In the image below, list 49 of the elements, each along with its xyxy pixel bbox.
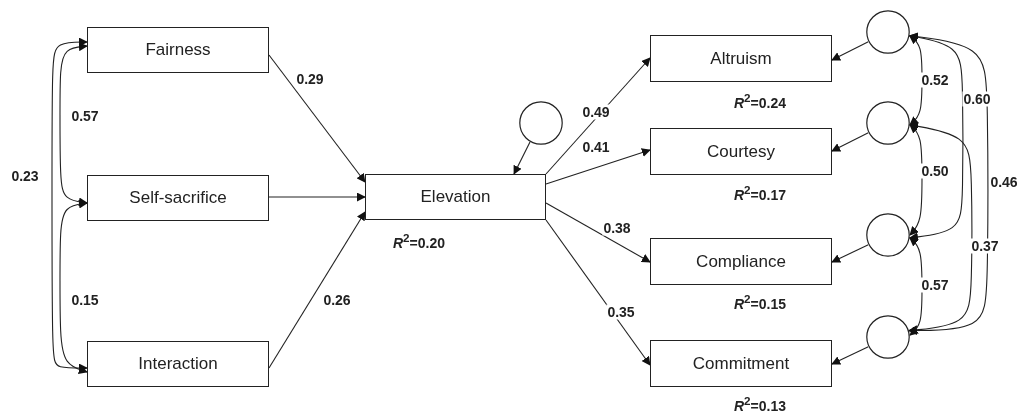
- path-arrow: [831, 244, 869, 263]
- edge-label: 0.50: [920, 163, 950, 179]
- edge-label: 0.23: [10, 168, 40, 184]
- error-circle: [866, 101, 910, 145]
- variable-box: Courtesy: [650, 128, 832, 175]
- variable-box: Self-sacrifice: [87, 175, 269, 221]
- r-squared-label: R$^{2}$=0.24: [734, 91, 786, 111]
- path-arrow: [268, 192, 366, 202]
- variable-box: Elevation: [365, 174, 546, 220]
- path-arrow: [545, 219, 651, 366]
- edge-label: 0.57: [920, 277, 950, 293]
- error-circle: [866, 213, 910, 257]
- variable-box: Interaction: [87, 341, 269, 387]
- edge-label: 0.41: [581, 139, 611, 155]
- error-circle: [866, 315, 910, 359]
- edge-label: 0.57: [70, 108, 100, 124]
- path-arrow: [831, 132, 869, 152]
- path-arrow: [831, 41, 869, 61]
- edge-label: 0.35: [606, 304, 636, 320]
- path-arrow: [268, 54, 366, 183]
- path-arrow: [545, 57, 651, 175]
- edge-label: 0.52: [920, 72, 950, 88]
- variable-box: Commitment: [650, 340, 832, 387]
- variable-box: Fairness: [87, 27, 269, 73]
- correlation-arrow: [59, 42, 88, 207]
- correlation-arrow: [909, 124, 923, 236]
- error-circle: [519, 101, 563, 145]
- variable-box: Altruism: [650, 35, 832, 82]
- edge-label: 0.26: [322, 292, 352, 308]
- variable-box: Compliance: [650, 238, 832, 285]
- r-squared-label: R$^{2}$=0.20: [393, 231, 445, 251]
- edge-label: 0.60: [962, 91, 992, 107]
- path-arrow: [545, 202, 651, 263]
- correlation-arrow: [59, 199, 88, 374]
- r-squared-label: R$^{2}$=0.17: [734, 183, 786, 203]
- edge-label: 0.38: [602, 220, 632, 236]
- error-circle: [866, 10, 910, 54]
- r-squared-label: R$^{2}$=0.15: [734, 292, 786, 312]
- r-squared-label: R$^{2}$=0.13: [734, 394, 786, 413]
- path-arrow: [831, 346, 869, 365]
- edge-label: 0.29: [295, 71, 325, 87]
- edge-label: 0.15: [70, 292, 100, 308]
- path-arrow: [545, 148, 651, 185]
- edge-label: 0.37: [970, 238, 1000, 254]
- edge-label: 0.46: [989, 174, 1019, 190]
- edge-label: 0.49: [581, 104, 611, 120]
- path-arrow: [268, 211, 366, 369]
- correlation-arrow: [908, 32, 989, 336]
- path-arrow: [513, 141, 531, 175]
